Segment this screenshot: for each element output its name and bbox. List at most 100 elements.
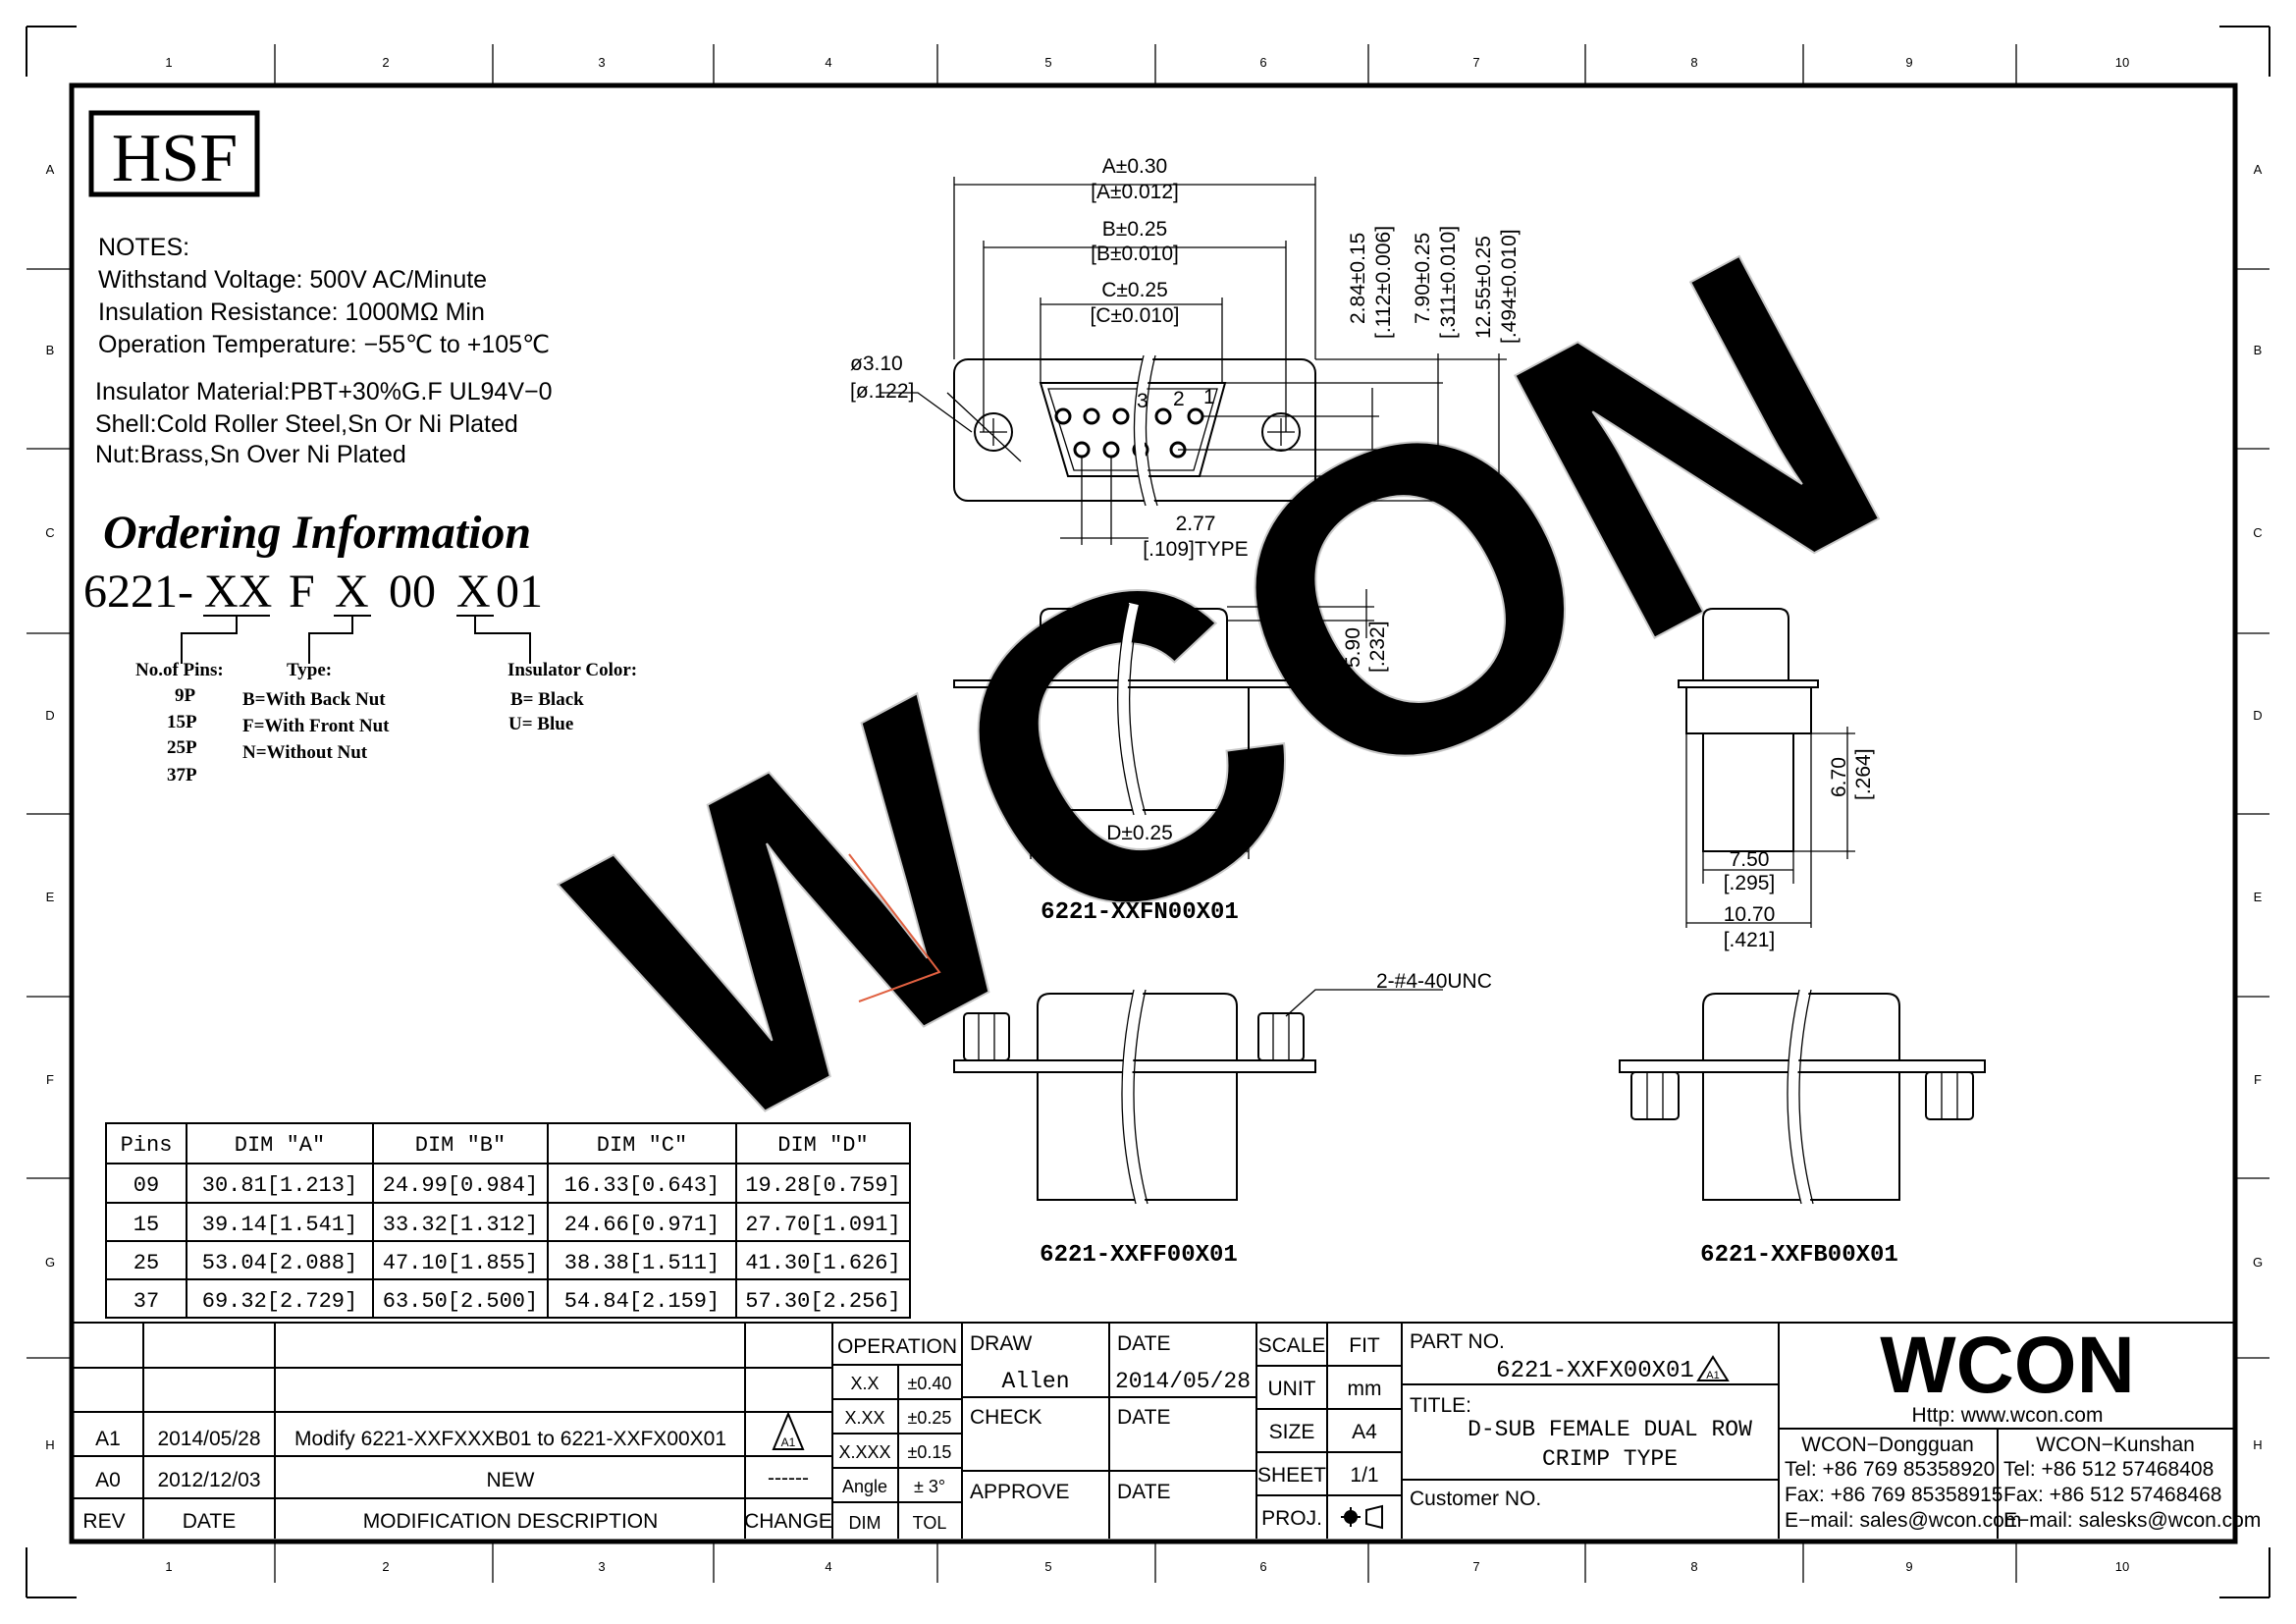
tol-value: ± 3°	[914, 1477, 945, 1496]
column-marker: 10	[2115, 55, 2129, 70]
dim-h2-label: 7.90±0.25	[1412, 233, 1434, 324]
office-email: E−mail: salesks@wcon.com	[2003, 1509, 2261, 1532]
column-marker: 3	[598, 55, 605, 70]
hsf-logo: HSF	[112, 121, 238, 196]
size-value: A4	[1352, 1421, 1377, 1443]
column-marker: 10	[2115, 1559, 2129, 1574]
row-marker: F	[46, 1072, 54, 1087]
table-cell: 25	[133, 1251, 159, 1275]
table-cell: 69.32[2.729]	[202, 1289, 357, 1314]
width2-inch-label: [.421]	[1724, 929, 1776, 951]
thread-label: 2-#4-40UNC	[1376, 970, 1492, 993]
sheet-label: SHEET	[1257, 1464, 1326, 1487]
pitch-inch-label: [.109]TYPE	[1143, 538, 1248, 561]
dim-a-label: A±0.30	[1102, 155, 1167, 178]
dim-header: DIM	[849, 1513, 881, 1533]
office-name: WCON−Dongguan	[1801, 1434, 1974, 1456]
type-label: Type:	[287, 660, 332, 680]
watermark-accent	[848, 853, 941, 1002]
hole-dim-inch-label: [ø.122]	[850, 380, 914, 403]
note-line: Nut:Brass,Sn Over Ni Plated	[95, 441, 406, 468]
notes: NOTES: Withstand Voltage: 500V AC/Minute…	[95, 234, 553, 468]
table-cell: 27.70[1.091]	[745, 1213, 900, 1237]
column-marker: 6	[1259, 55, 1266, 70]
table-cell: 30.81[1.213]	[202, 1173, 357, 1198]
column-marker: 6	[1259, 1559, 1266, 1574]
row-marker: E	[2254, 890, 2263, 904]
third-angle-projection-icon	[1341, 1504, 1383, 1530]
row-marker: B	[46, 343, 55, 357]
customer-no-label: Customer NO.	[1410, 1488, 1541, 1510]
title-block: A1 2014/05/28 Modify 6221-XXFXXXB01 to 6…	[72, 1321, 2261, 1539]
table-cell: 39.14[1.541]	[202, 1213, 357, 1237]
ordering-information: Ordering Information 6221- XX F X 00 X 0…	[83, 507, 637, 785]
depth-label: 5.90	[1342, 627, 1364, 668]
row-marker: G	[45, 1255, 55, 1270]
side-view-f: 2-#4-40UNC 6221-XXFF00X01	[953, 970, 1492, 1269]
dim-h1-inch-label: [.112±0.006]	[1372, 226, 1395, 339]
code-color: X	[456, 566, 491, 618]
type-option: B=With Back Nut	[242, 689, 386, 710]
table-cell: 37	[133, 1289, 159, 1314]
pitch-label: 2.77	[1176, 513, 1216, 535]
website: Http: www.wcon.com	[1912, 1404, 2104, 1427]
row-marker: G	[2253, 1255, 2263, 1270]
table-cell: 53.04[2.088]	[202, 1251, 357, 1275]
column-marker: 2	[382, 55, 389, 70]
hsf-logo-box	[88, 110, 260, 197]
row-marker: D	[45, 708, 54, 723]
date-header: DATE	[183, 1510, 236, 1533]
sheet-value: 1/1	[1350, 1464, 1378, 1487]
wcon-logo: WCON	[1880, 1321, 2135, 1410]
draw-date-label: DATE	[1117, 1332, 1170, 1355]
table-header: DIM "B"	[415, 1133, 506, 1158]
row-marker: A	[46, 162, 55, 177]
pin-option: 9P	[175, 685, 196, 706]
color-option: U= Blue	[508, 714, 573, 734]
rev-a0-description: NEW	[487, 1469, 535, 1491]
unit-label: UNIT	[1268, 1378, 1316, 1400]
title-label: TITLE:	[1410, 1394, 1471, 1417]
draw-label: DRAW	[970, 1332, 1033, 1355]
code-f: F	[289, 566, 315, 618]
change-header: CHANGE	[744, 1510, 832, 1533]
row-marker: H	[2253, 1437, 2262, 1452]
dim-h3-inch-label: [.494±0.010]	[1498, 229, 1521, 344]
color-option: B= Black	[510, 689, 584, 710]
operation-header: OPERATION	[837, 1335, 957, 1358]
dim-b-label: B±0.25	[1102, 218, 1167, 241]
check-date-label: DATE	[1117, 1406, 1170, 1429]
depth-inch-label: [.232]	[1366, 621, 1389, 673]
table-header: DIM "D"	[777, 1133, 868, 1158]
table-header: DIM "A"	[235, 1133, 325, 1158]
code-type: X	[335, 566, 369, 618]
hole-dim-label: ø3.10	[850, 352, 903, 375]
column-marker: 7	[1472, 1559, 1479, 1574]
column-marker: 4	[825, 55, 831, 70]
notes-heading: NOTES:	[98, 234, 189, 261]
column-marker: 9	[1905, 55, 1912, 70]
dim-b-inch-label: [B±0.010]	[1091, 243, 1179, 265]
approve-date-label: DATE	[1117, 1481, 1170, 1503]
view-f-label: 6221-XXFF00X01	[1040, 1242, 1238, 1269]
row-marker: C	[45, 525, 54, 540]
rev-a1-description: Modify 6221-XXFXXXB01 to 6221-XXFX00X01	[294, 1428, 726, 1450]
dim-c-label: C±0.25	[1101, 279, 1168, 301]
view-n-label: 6221-XXFN00X01	[1041, 899, 1239, 926]
table-cell: 19.28[0.759]	[745, 1173, 900, 1198]
office-fax: Fax: +86 769 85358915	[1785, 1484, 2002, 1506]
dim-h1-label: 2.84±0.15	[1347, 233, 1369, 324]
code-prefix: 6221-	[83, 566, 193, 618]
side-view-profile: 6.70 [.264] 7.50 [.295] 10.70 [.421]	[1678, 608, 1875, 951]
tol-dim: Angle	[842, 1477, 887, 1496]
note-line: Shell:Cold Roller Steel,Sn Or Ni Plated	[95, 410, 518, 438]
pin-number: 3	[1137, 390, 1148, 412]
column-marker: 5	[1044, 1559, 1051, 1574]
rev-a0: A0	[95, 1469, 121, 1491]
office-fax: Fax: +86 512 57468468	[2003, 1484, 2221, 1506]
tol-value: ±0.25	[908, 1408, 952, 1428]
column-marker: 5	[1044, 55, 1051, 70]
front-view: 3 2 1 A±0.30 [A±0.012] B±0.25 [B±0.010] …	[850, 155, 1521, 561]
table-header: DIM "C"	[597, 1133, 687, 1158]
